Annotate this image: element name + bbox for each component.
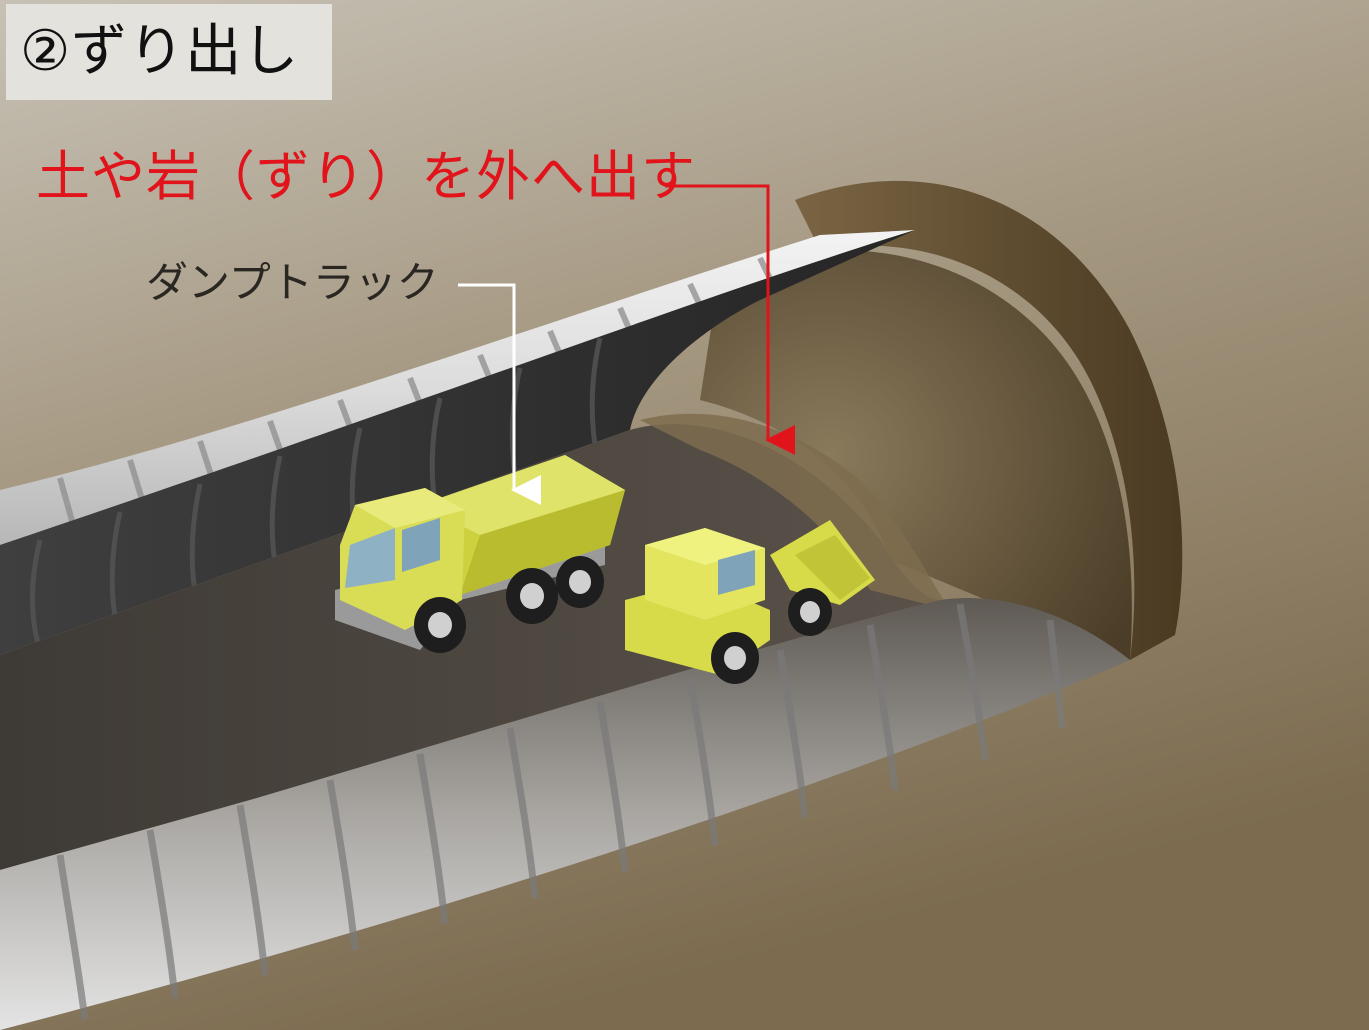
dump-truck-wheels: [414, 556, 604, 653]
dump-truck-label: ダンプトラック: [146, 258, 439, 307]
dump-truck-leader: [458, 283, 541, 505]
wheel-loader: [625, 520, 875, 684]
muck-removal-label: 土や岩（ずり）を外へ出す: [36, 145, 696, 208]
tunnel-face: [700, 250, 1132, 660]
step-title: ②ずり出し: [20, 19, 300, 84]
tunnel-rim: [795, 180, 1183, 660]
tunnel-lower-lining: [0, 598, 1130, 1030]
muck-pile: [640, 413, 950, 610]
wheel-loader-wheels: [711, 588, 832, 684]
dump-truck: [335, 455, 625, 653]
tunnel-upper-lining: [0, 230, 915, 545]
step-title-box: ②ずり出し: [6, 4, 332, 100]
muck-removal-leader: [665, 184, 795, 455]
lower-lining-segments: [56, 603, 1066, 1021]
tunnel-inner-wall: [0, 230, 915, 655]
